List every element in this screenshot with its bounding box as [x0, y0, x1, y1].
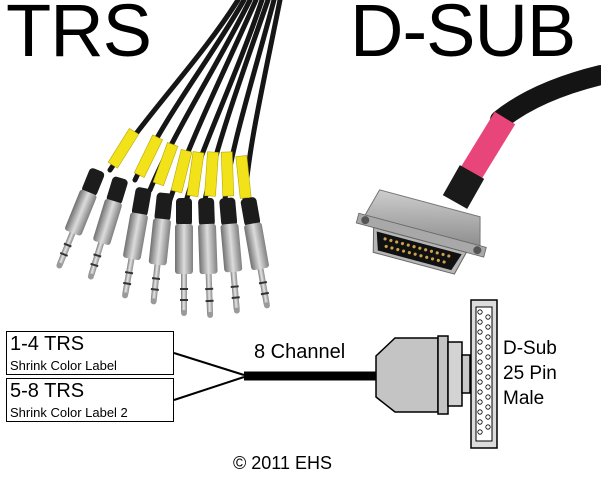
trs-group-1-title: 1-4 TRS — [10, 333, 85, 355]
dsub-spec-label: D-Sub 25 Pin Male — [503, 336, 557, 411]
dsub-spec-line-2: 25 Pin — [503, 363, 557, 385]
trs-group-2-title: 5-8 TRS — [10, 380, 85, 402]
yellow-labels — [107, 127, 252, 199]
trs-group-2-subtitle: Shrink Color Label 2 — [10, 405, 128, 420]
fanout-cables — [107, 0, 283, 208]
dsub-connector-photo — [355, 189, 487, 275]
trs-group-1-subtitle: Shrink Color Label — [10, 358, 117, 373]
diagram-dsub-face — [470, 299, 498, 449]
dsub-spec-line-3: Male — [503, 388, 545, 410]
trs-plugs — [56, 168, 270, 318]
trs-group-1-label-box: 1-4 TRS Shrink Color Label — [6, 331, 174, 375]
trs-group-2-label-box: 5-8 TRS Shrink Color Label 2 — [6, 378, 174, 422]
copyright-notice: © 2011 EHS — [233, 453, 332, 473]
diagram-dsub-hood — [375, 335, 471, 415]
trs-title: TRS — [6, 0, 152, 72]
dsub-title: D-SUB — [350, 0, 576, 72]
channel-count-label: 8 Channel — [254, 341, 346, 363]
dsub-spec-line-1: D-Sub — [503, 338, 557, 359]
dsub-cable — [442, 65, 601, 209]
diagram-lines — [173, 352, 376, 401]
